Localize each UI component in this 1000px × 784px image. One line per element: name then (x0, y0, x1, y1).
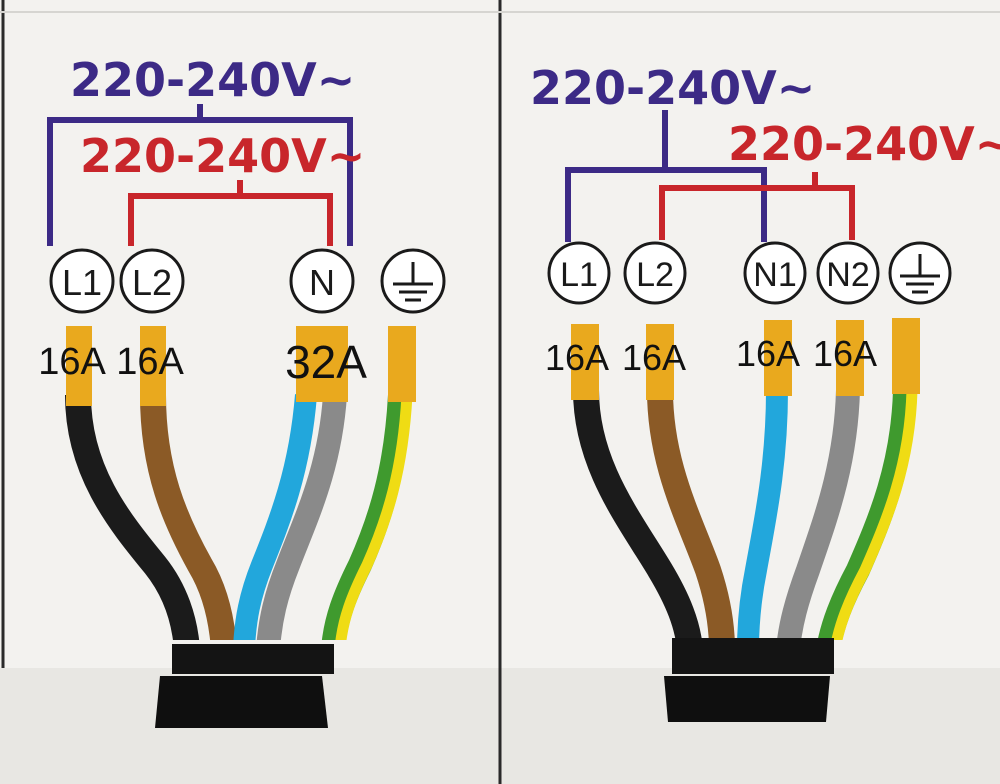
current-n: 32A (285, 336, 367, 388)
ferrule-l1 (571, 324, 599, 400)
voltage-label-outer: 220-240V~ (70, 53, 355, 107)
wire-blue (233, 394, 317, 640)
terminal-l2-label: L2 (132, 262, 172, 303)
ferrule-n (296, 326, 348, 402)
voltage-label-inner: 220-240V~ (80, 129, 365, 183)
wire-blue (737, 389, 788, 640)
bracket-inner-red (659, 185, 855, 240)
diagram-single-neutral: 220-240V~ 220-240V~ L1 L2 N (38, 53, 446, 728)
bracket-inner-red (128, 193, 333, 246)
ferrule-pe (388, 326, 416, 402)
ground-icon (393, 262, 433, 302)
terminal-l2 (623, 241, 687, 305)
terminal-l2 (119, 248, 185, 314)
terminal-l2-label: L2 (636, 256, 674, 294)
cable-housing (155, 676, 328, 728)
current-l2: 16A (116, 341, 184, 383)
current-n2: 16A (813, 333, 877, 374)
ferrule-pe (892, 318, 920, 394)
wire-brown (647, 389, 735, 640)
wire-brown (140, 394, 237, 640)
terminal-l1-label: L1 (560, 256, 598, 294)
diagram-dual-neutral: 220-240V~ 220-240V~ L1 L2 N1 N2 (530, 61, 1000, 722)
wire-grey (776, 389, 860, 640)
wire-grey (256, 394, 347, 640)
cable-housing (664, 676, 830, 722)
wire-yellow-stripe (831, 389, 918, 640)
terminal-n2-label: N2 (826, 256, 869, 294)
ground-icon (900, 254, 940, 294)
current-l2: 16A (622, 337, 686, 378)
ferrule-l2 (646, 324, 674, 400)
wires-right (573, 389, 918, 640)
cable-clamp (172, 644, 334, 674)
terminal-n1-label: N1 (753, 256, 796, 294)
terminal-n-label: N (309, 262, 335, 303)
ferrule-n1 (764, 320, 792, 396)
wire-black (65, 394, 200, 640)
wire-green-yellow (817, 389, 917, 640)
cable-clamp (672, 638, 834, 674)
current-l1: 16A (38, 341, 106, 383)
ferrule-l2 (140, 326, 166, 406)
terminal-l1 (547, 241, 611, 305)
wire-yellow-stripe (335, 394, 413, 640)
voltage-label-inner: 220-240V~ (728, 117, 1000, 171)
ferrule-l1 (66, 326, 92, 406)
voltage-label-outer: 220-240V~ (530, 61, 815, 115)
terminal-n2 (816, 241, 880, 305)
terminal-l1 (49, 248, 115, 314)
terminal-n1 (743, 241, 807, 305)
current-l1: 16A (545, 337, 609, 378)
terminal-l1-label: L1 (62, 262, 102, 303)
current-n1: 16A (736, 333, 800, 374)
wire-black (573, 389, 702, 640)
wire-green-yellow (321, 394, 412, 640)
terminal-n (289, 248, 355, 314)
ferrule-n2 (836, 320, 864, 396)
wires-left (65, 394, 413, 640)
